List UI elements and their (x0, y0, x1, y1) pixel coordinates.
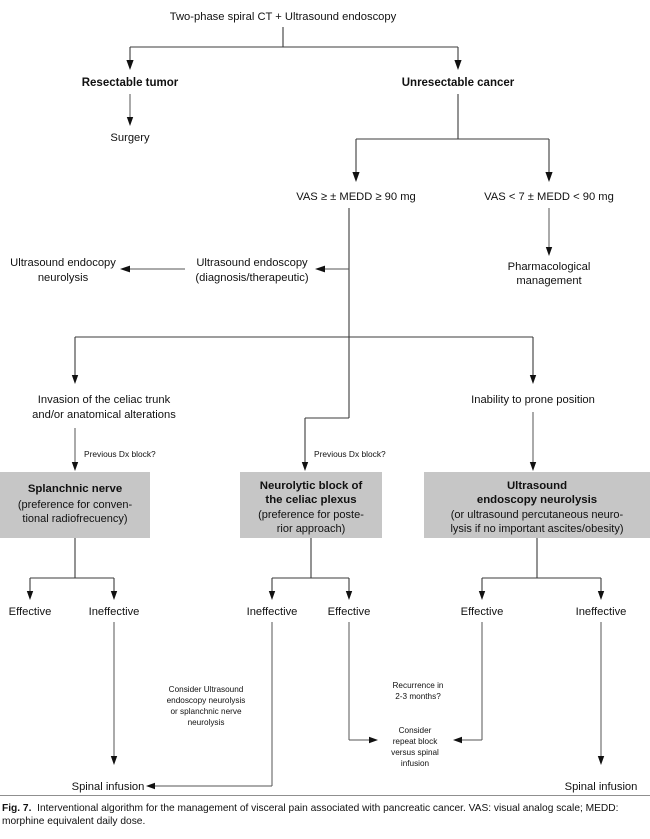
label-previous-dx-block-left: Previous Dx block? (84, 449, 156, 459)
annotation-recurrence-2: 2-3 months? (395, 692, 441, 701)
node-pharmacological-line2: management (516, 275, 582, 287)
node-surgery: Surgery (110, 132, 150, 144)
box-splanchnic-title: Splanchnic nerve (28, 483, 122, 495)
connector-right-ineffective-spinal (597, 622, 605, 765)
connector-bus-row (71, 336, 537, 384)
connector-mid-effective-repeatblock (348, 622, 378, 744)
flowchart-canvas: Two-phase spiral CT + Ultrasound endosco… (0, 11, 650, 793)
connector-prone-usneurolysis (529, 412, 537, 471)
annotation-repeat-block-4: infusion (401, 759, 430, 768)
annotation-repeat-block-1: Consider (399, 726, 432, 735)
figure-caption-label: Fig. 7. (2, 803, 32, 814)
figure-caption-body: Interventional algorithm for the managem… (2, 803, 619, 828)
box-splanchnic-detail-1: (preference for conven- (18, 499, 133, 511)
box-neurolytic-detail-1: (preference for poste- (258, 509, 364, 521)
node-vas-low: VAS < 7 ± MEDD < 90 mg (484, 191, 614, 203)
connector-usneurolysis-outcomes (478, 538, 605, 600)
annotation-consider-us-1: Consider Ultrasound (169, 685, 244, 694)
terminal-spinal-infusion-right: Spinal infusion (565, 781, 638, 793)
outcome-right-ineffective: Ineffective (576, 606, 627, 618)
connector-splanchnic-outcomes (26, 538, 118, 600)
connector-invasion-splanchnic (71, 428, 79, 471)
outcome-mid-effective: Effective (328, 606, 371, 618)
node-invasion-line2: and/or anatomical alterations (32, 409, 176, 421)
connector-vaslow-pharmacological (545, 208, 553, 256)
connector-usendoscopy-neurolysis (120, 265, 185, 273)
annotation-consider-us-4: neurolysis (188, 718, 225, 727)
figure-caption: Fig. 7. Interventional algorithm for the… (0, 795, 650, 829)
box-usneurolysis-detail-2: lysis if no important ascites/obesity) (450, 523, 623, 535)
node-inability-prone: Inability to prone position (471, 394, 595, 406)
annotation-repeat-block-3: versus spinal (391, 748, 439, 757)
box-usneurolysis-detail-1: (or ultrasound percutaneous neuro- (451, 509, 624, 521)
node-us-endoscopy-line2: (diagnosis/therapeutic) (195, 272, 308, 284)
node-us-endoscopy-line1: Ultrasound endoscopy (196, 257, 308, 269)
box-splanchnic-detail-2: tional radiofrecuency) (22, 513, 127, 525)
node-invasion-line1: Invasion of the celiac trunk (38, 394, 171, 406)
node-resectable-tumor: Resectable tumor (82, 77, 179, 89)
outcome-left-effective: Effective (9, 606, 52, 618)
box-ultrasound-endoscopy-neurolysis[interactable]: Ultrasound endoscopy neurolysis (or ultr… (424, 472, 650, 538)
box-splanchnic-nerve[interactable]: Splanchnic nerve (preference for conven-… (0, 472, 150, 538)
connector-root-split (126, 27, 462, 70)
connector-right-effective-repeatblock (453, 622, 483, 744)
terminal-spinal-infusion-left: Spinal infusion (72, 781, 145, 793)
annotation-consider-us-2: endoscopy neurolysis (167, 696, 246, 705)
node-us-neurolysis-line2: neurolysis (38, 272, 89, 284)
box-usneurolysis-title-1: Ultrasound (507, 480, 567, 492)
outcome-left-ineffective: Ineffective (89, 606, 140, 618)
box-neurolytic-celiac-plexus[interactable]: Neurolytic block of the celiac plexus (p… (240, 472, 382, 538)
outcome-mid-ineffective: Ineffective (247, 606, 298, 618)
connector-spine-to-middle-box (301, 337, 350, 471)
node-vas-high: VAS ≥ ± MEDD ≥ 90 mg (296, 191, 416, 203)
connector-unresectable-vas (352, 94, 553, 182)
connector-neurolytic-outcomes (268, 538, 353, 600)
box-neurolytic-detail-2: rior approach) (277, 523, 345, 535)
outcome-right-effective: Effective (461, 606, 504, 618)
connector-resectable-surgery (126, 94, 134, 126)
annotation-repeat-block-2: repeat block (393, 737, 439, 746)
connector-left-effective-spinal (110, 622, 118, 765)
box-neurolytic-title-2: the celiac plexus (265, 494, 356, 506)
label-previous-dx-block-middle: Previous Dx block? (314, 449, 386, 459)
annotation-recurrence-1: Recurrence in (393, 681, 444, 690)
connector-mid-ineffective-spinal (146, 622, 273, 790)
node-pharmacological-line1: Pharmacological (508, 261, 591, 273)
annotation-consider-us-3: or splanchnic nerve (171, 707, 242, 716)
connector-spine-to-usendoscopy (315, 265, 349, 273)
node-unresectable-cancer: Unresectable cancer (402, 77, 515, 89)
box-usneurolysis-title-2: endoscopy neurolysis (477, 494, 597, 506)
figure-caption-text: Fig. 7. Interventional algorithm for the… (2, 802, 648, 829)
box-neurolytic-title-1: Neurolytic block of (260, 480, 363, 492)
node-us-neurolysis-line1: Ultrasound endocopy (10, 257, 116, 269)
node-root: Two-phase spiral CT + Ultrasound endosco… (170, 11, 397, 23)
